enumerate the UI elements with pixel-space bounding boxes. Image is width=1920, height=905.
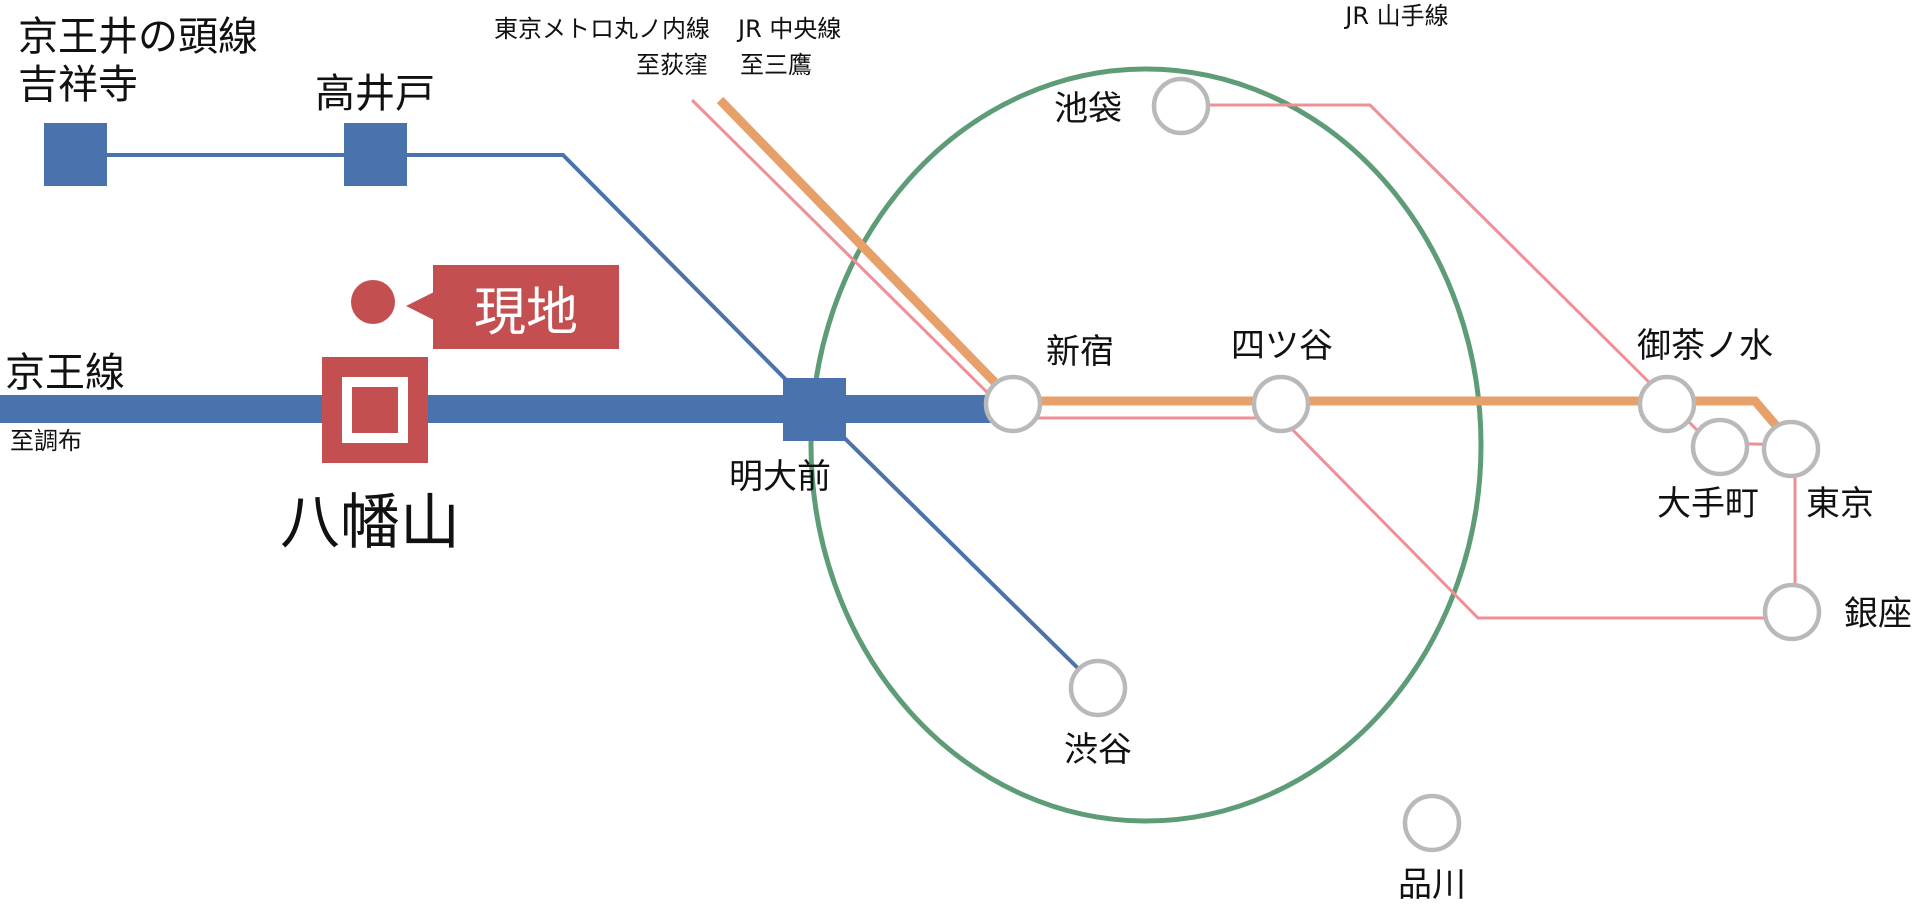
takaido-station-marker <box>344 123 407 186</box>
tokyo-station-marker <box>1761 419 1821 479</box>
keio-line-label: 京王線 <box>5 350 125 396</box>
inokashira-line-label: 京王井の頭線 <box>18 14 258 60</box>
inokashira-line <box>75 153 1100 690</box>
yotsuya-station-marker <box>1251 374 1311 434</box>
tokyo-station-label: 東京 <box>1806 484 1874 524</box>
otemachi-station-marker <box>1690 417 1750 477</box>
yotsuya-station-label: 四ツ谷 <box>1231 326 1333 366</box>
site-callout <box>433 265 619 349</box>
takaido-station-label: 高井戸 <box>315 71 435 117</box>
yamanote-line <box>808 66 1484 824</box>
site-callout-pointer <box>406 292 434 320</box>
shinjuku-station-label: 新宿 <box>1046 332 1114 372</box>
keio-direction-label: 至調布 <box>10 427 82 455</box>
kichijoji-station-marker <box>44 123 107 186</box>
ginza-station-marker <box>1762 582 1822 642</box>
marunouchi-line-label: 東京メトロ丸ノ内線 <box>494 15 710 43</box>
site-label: 現地 <box>474 283 578 343</box>
shinjuku-station-marker <box>983 374 1043 434</box>
hachimanyama-station-label: 八幡山 <box>280 488 460 558</box>
yamanote-line-label: JR 山手線 <box>1343 2 1448 30</box>
ginza-station-label: 銀座 <box>1844 594 1912 634</box>
shinagawa-station-label: 品川 <box>1398 865 1466 905</box>
otemachi-station-label: 大手町 <box>1657 484 1759 524</box>
chuo-line <box>716 96 1789 439</box>
chuo-direction-label: 至三鷹 <box>740 51 812 79</box>
shibuya-station-marker <box>1068 658 1128 718</box>
hachimanyama-station-marker-core <box>352 387 398 433</box>
ikebukuro-station-label: 池袋 <box>1054 89 1122 129</box>
marunouchi-direction-label: 至荻窪 <box>636 51 708 79</box>
ochanomizu-station-marker <box>1637 374 1697 434</box>
shibuya-station-label: 渋谷 <box>1064 730 1132 770</box>
kichijoji-station-label: 吉祥寺 <box>18 62 138 108</box>
chuo-line-label: JR 中央線 <box>736 15 841 43</box>
ochanomizu-station-label: 御茶ノ水 <box>1637 326 1773 366</box>
meidaimae-station-marker <box>783 378 846 441</box>
site-location-dot <box>351 280 395 324</box>
ikebukuro-station-marker <box>1151 76 1211 136</box>
shinagawa-station-marker <box>1402 793 1462 853</box>
meidaimae-station-label: 明大前 <box>729 457 831 497</box>
